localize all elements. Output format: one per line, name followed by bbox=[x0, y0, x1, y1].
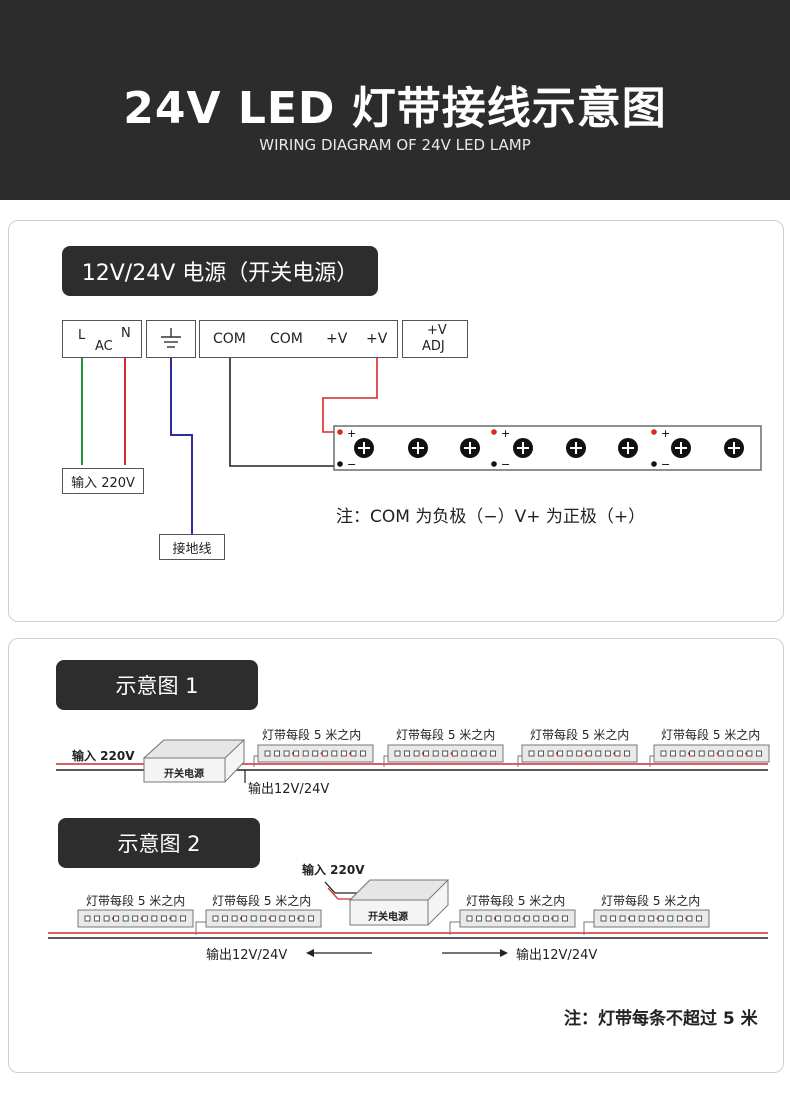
adj-v-label: +V bbox=[427, 323, 447, 338]
d2-left-output-label: 输出12V/24V bbox=[206, 948, 288, 963]
d1-strip-4-label: 灯带每段 5 米之内 bbox=[661, 728, 761, 742]
d1-output-label: 输出12V/24V bbox=[248, 782, 330, 797]
strip-length-note: 注：灯带每条不超过 5 米 bbox=[564, 1009, 758, 1029]
minus-sign: − bbox=[661, 458, 670, 471]
adj-label: ADJ bbox=[422, 339, 445, 354]
header-banner: 24V LED 灯带接线示意图 WIRING DIAGRAM OF 24V LE… bbox=[0, 0, 790, 200]
page-subtitle: WIRING DIAGRAM OF 24V LED LAMP bbox=[259, 136, 531, 154]
positive-wire bbox=[322, 358, 378, 433]
polarity-note: 注：COM 为负极（−）V+ 为正极（+） bbox=[336, 507, 646, 527]
adj-terminal: +V ADJ bbox=[402, 320, 468, 358]
positive-pad bbox=[337, 429, 343, 435]
d1-psu-label: 开关电源 bbox=[164, 769, 204, 780]
input-220v-label: 输入 220V bbox=[71, 475, 135, 491]
d1-strip-3-label: 灯带每段 5 米之内 bbox=[530, 728, 630, 742]
power-supply-heading: 12V/24V 电源（开关电源） bbox=[62, 246, 378, 296]
terminal-n-label: N bbox=[121, 326, 131, 341]
ground-wire-label: 接地线 bbox=[172, 541, 212, 557]
ground-wire bbox=[170, 358, 193, 537]
switching-psu-1 bbox=[142, 739, 246, 783]
d2-strip-1-label: 灯带每段 5 米之内 bbox=[86, 894, 186, 908]
d1-strip-2-label: 灯带每段 5 米之内 bbox=[396, 728, 496, 742]
minus-sign: − bbox=[501, 458, 510, 471]
d2-right-output-label: 输出12V/24V bbox=[516, 948, 598, 963]
d2-led-strip-1 bbox=[77, 909, 194, 928]
page-title: 24V LED 灯带接线示意图 bbox=[123, 83, 667, 134]
d1-led-strip-1 bbox=[257, 744, 374, 763]
minus-sign: − bbox=[347, 458, 356, 471]
switching-psu-2 bbox=[348, 879, 450, 926]
terminal-com-2-label: COM bbox=[270, 331, 303, 347]
negative-pad bbox=[337, 461, 343, 467]
connection-examples-panel bbox=[8, 638, 784, 1073]
plus-sign: + bbox=[501, 427, 510, 440]
d1-strip-1-label: 灯带每段 5 米之内 bbox=[262, 728, 362, 742]
d1-led-strip-4 bbox=[653, 744, 770, 763]
input-220v-box: 输入 220V bbox=[62, 468, 144, 494]
terminal-com-1-label: COM bbox=[213, 331, 246, 347]
d1-led-strip-3 bbox=[521, 744, 638, 763]
positive-pad bbox=[491, 429, 497, 435]
plus-sign: + bbox=[347, 427, 356, 440]
d2-led-strip-2 bbox=[205, 909, 322, 928]
terminal-v-2-label: +V bbox=[366, 331, 388, 347]
ground-icon bbox=[161, 328, 181, 348]
d2-led-strip-4 bbox=[593, 909, 710, 928]
d1-input-label: 输入 220V bbox=[72, 749, 135, 763]
terminal-ac-label: AC bbox=[95, 339, 113, 354]
d2-input-label: 输入 220V bbox=[302, 863, 365, 877]
output-terminal: COM COM +V +V bbox=[199, 320, 398, 358]
d1-led-strip-2 bbox=[387, 744, 504, 763]
ac-terminal: L N AC bbox=[62, 320, 142, 358]
d2-strip-2-label: 灯带每段 5 米之内 bbox=[212, 894, 312, 908]
plus-sign: + bbox=[661, 427, 670, 440]
ground-wire-box: 接地线 bbox=[159, 534, 225, 560]
led-strip: + − + − + − bbox=[333, 425, 762, 471]
diagram-2-heading: 示意图 2 bbox=[58, 818, 260, 868]
terminal-v-1-label: +V bbox=[326, 331, 348, 347]
ground-terminal bbox=[146, 320, 196, 358]
d2-psu-label: 开关电源 bbox=[368, 912, 408, 923]
terminal-l-label: L bbox=[78, 328, 86, 343]
com-wire bbox=[229, 358, 340, 467]
d2-led-strip-3 bbox=[459, 909, 576, 928]
negative-pad bbox=[491, 461, 497, 467]
power-supply-wiring: + − + − + − bbox=[81, 358, 762, 537]
diagram-1-heading: 示意图 1 bbox=[56, 660, 258, 710]
negative-pad bbox=[651, 461, 657, 467]
d2-strip-3-label: 灯带每段 5 米之内 bbox=[466, 894, 566, 908]
d2-strip-4-label: 灯带每段 5 米之内 bbox=[601, 894, 701, 908]
positive-pad bbox=[651, 429, 657, 435]
